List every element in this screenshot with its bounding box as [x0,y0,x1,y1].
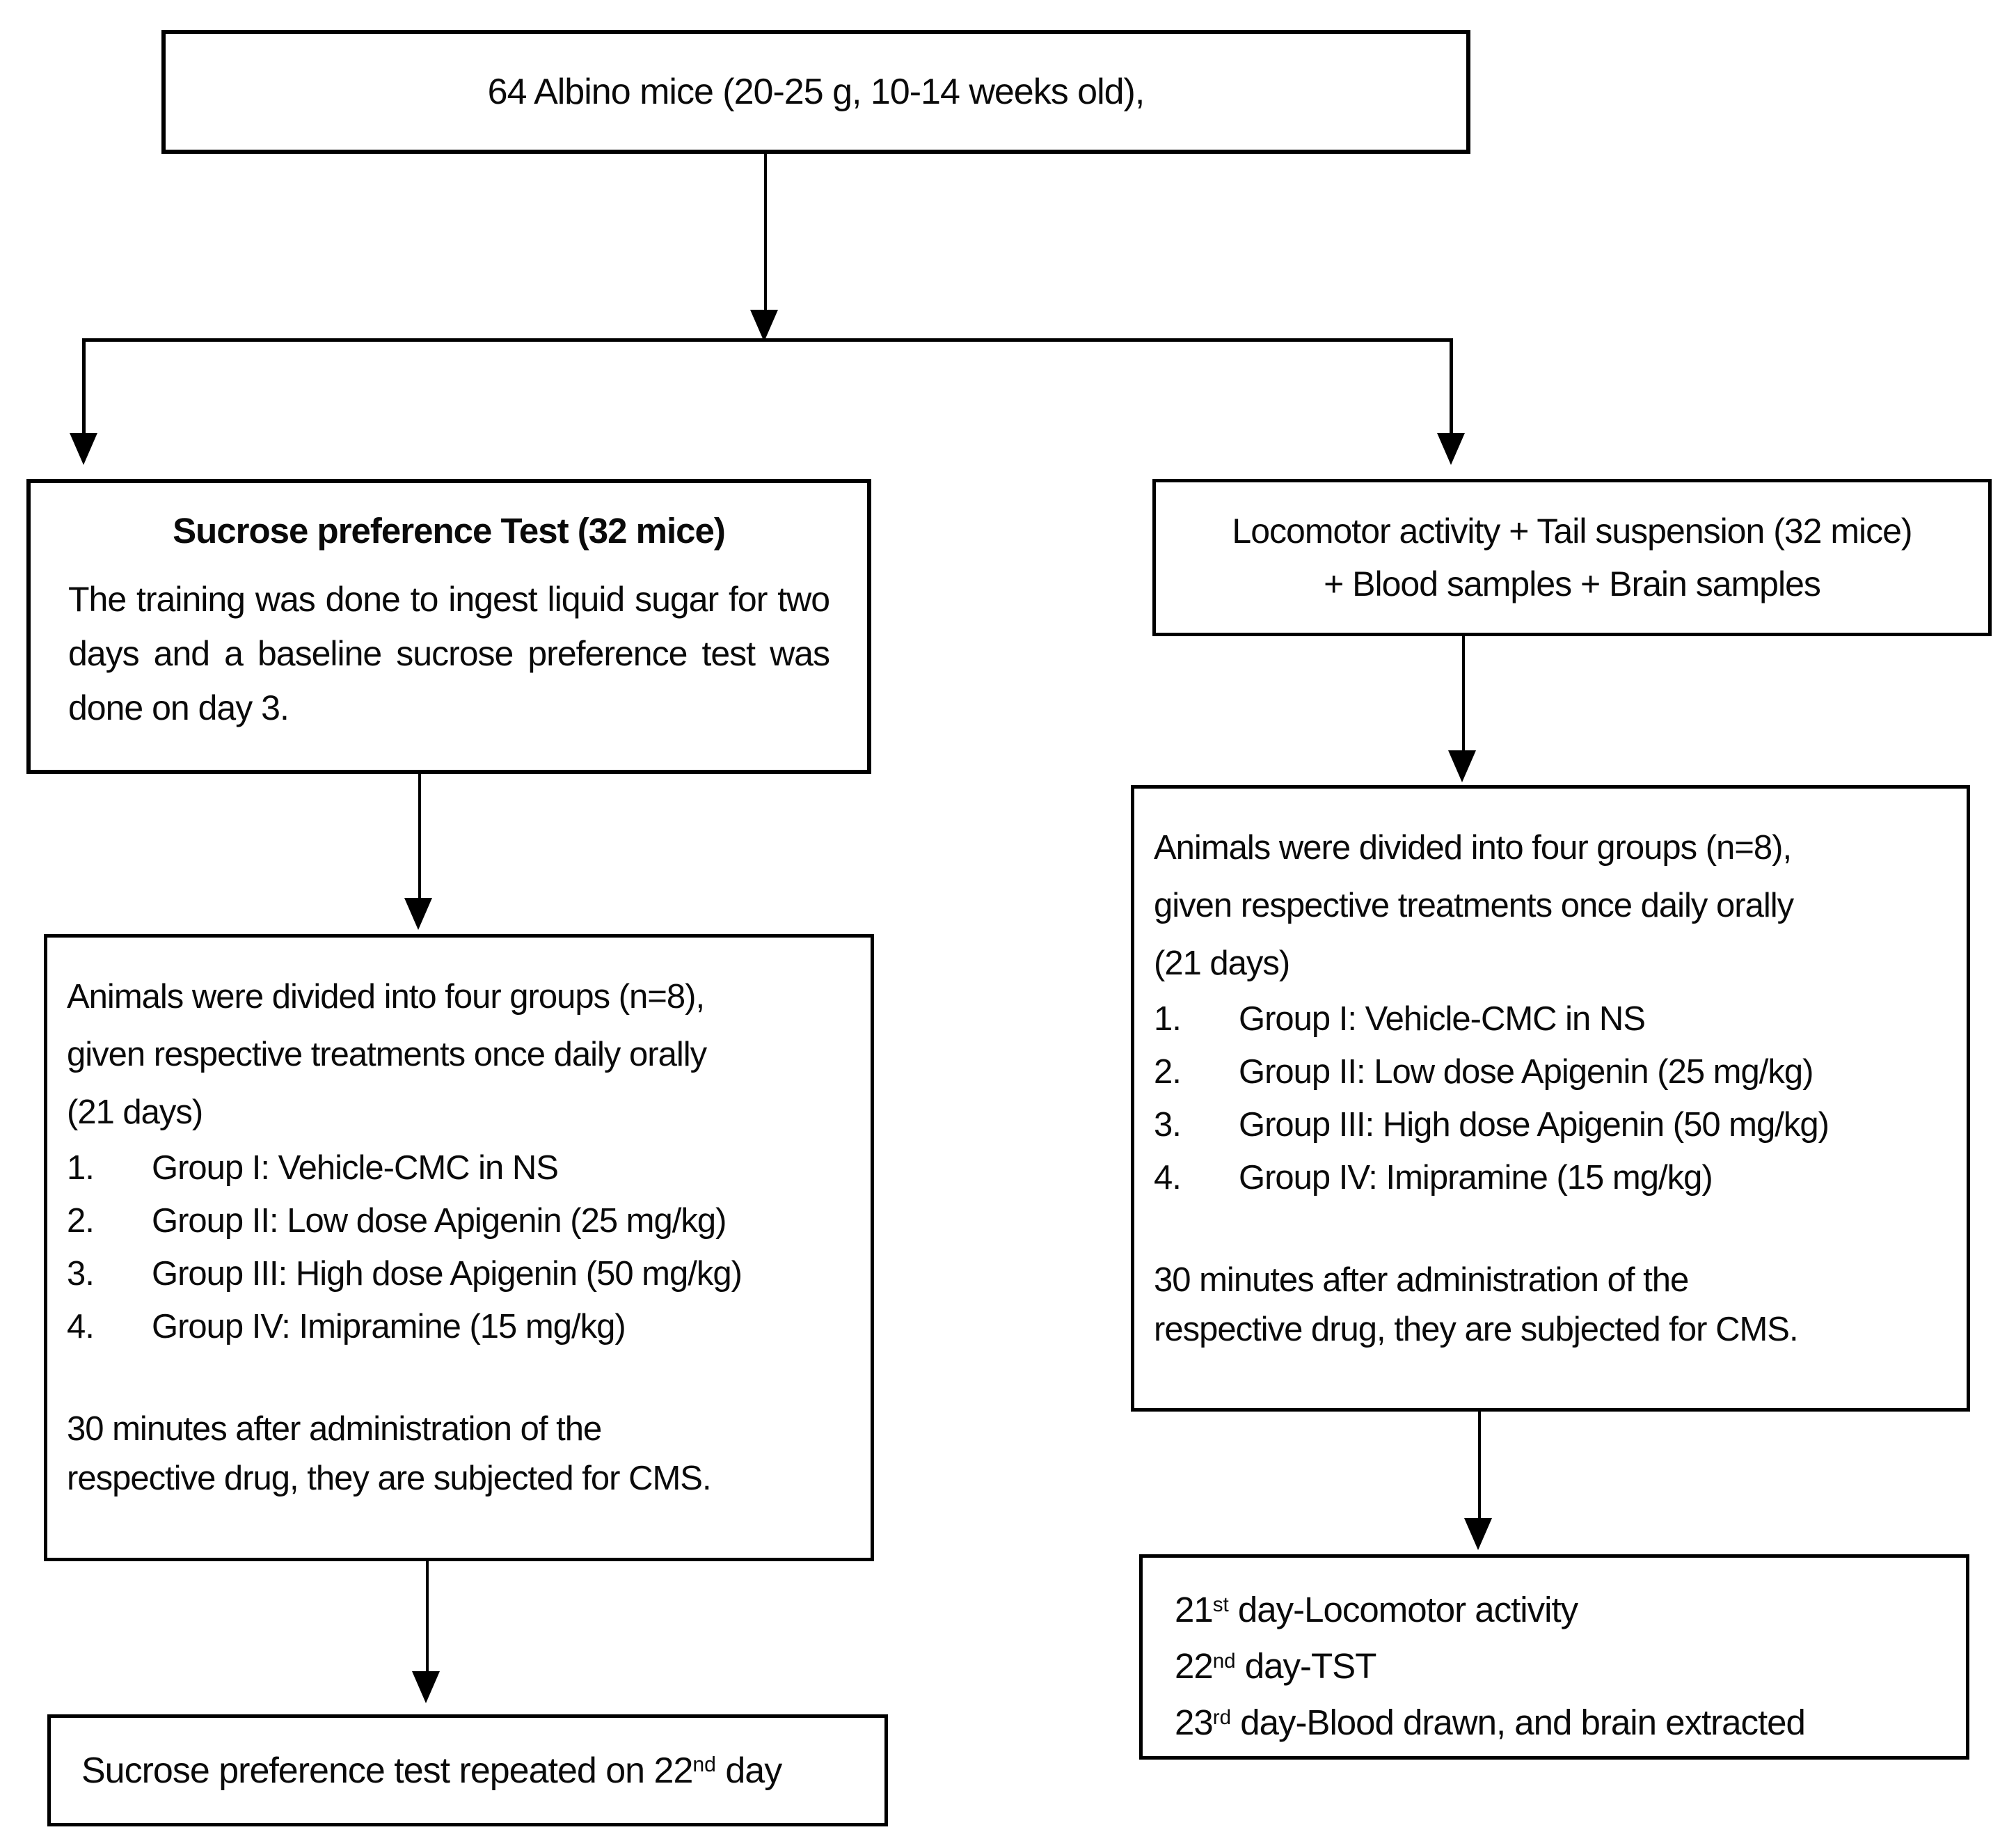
connector-right-drop [1450,338,1453,434]
spacer [67,1353,851,1405]
treatment-group-item: 3. Group III: High dose Apigenin (50 mg/… [67,1247,851,1300]
item-number: 3. [1154,1106,1182,1144]
day-number: 22 [1175,1646,1214,1686]
treatment-group-item: 1. Group I: Vehicle-CMC in NS [67,1142,851,1194]
connector-left-drop [82,338,86,434]
sucrose-test-title: Sucrose preference Test (32 mice) [173,511,726,551]
treatment-group-item: 4. Group IV: Imipramine (15 mg/kg) [1154,1151,1947,1204]
ordinal-superscript: nd [1212,1650,1236,1673]
treatment-intro-line: Animals were divided into four groups (n… [1154,829,1792,867]
item-text: Group I: Vehicle-CMC in NS [1239,1000,1646,1038]
connector-left-3 [426,1560,429,1673]
item-number: 1. [1154,1000,1182,1038]
item-text: Group IV: Imipramine (15 mg/kg) [1239,1159,1713,1197]
locomotor-line-2: + Blood samples + Brain samples [1324,564,1821,603]
arrow-down-icon [750,310,778,342]
sucrose-test-body: The training was done to ingest liquid s… [68,580,830,727]
box-total-mice: 64 Albino mice (20-25 g, 10-14 weeks old… [161,30,1470,154]
arrow-down-icon [1464,1518,1492,1550]
treatment-group-item: 2. Group II: Low dose Apigenin (25 mg/kg… [67,1194,851,1247]
treatment-group-item: 4. Group IV: Imipramine (15 mg/kg) [67,1300,851,1353]
connector-right-2 [1462,635,1465,752]
treatment-intro-line: given respective treatments once daily o… [1154,887,1794,924]
connector-left-2 [418,773,421,899]
item-text: Group III: High dose Apigenin (50 mg/kg) [152,1255,743,1293]
connector-split-line [82,338,1453,342]
item-number: 2. [1154,1053,1182,1091]
ordinal-superscript: st [1212,1593,1229,1617]
day-activity: day-TST [1235,1646,1377,1686]
arrow-down-icon [1448,750,1476,782]
item-text: Group I: Vehicle-CMC in NS [152,1149,559,1187]
day-number: 21 [1175,1590,1214,1629]
treatment-group-item: 3. Group III: High dose Apigenin (50 mg/… [1154,1098,1947,1151]
spacer [1154,1204,1947,1256]
treatment-footer-line: 30 minutes after administration of the [1154,1261,1689,1299]
box-final-timeline: 21st day-Locomotor activity 22nd day-TST… [1139,1554,1969,1760]
treatment-intro-line: (21 days) [67,1093,203,1131]
day-activity: day-Blood drawn, and brain extracted [1231,1703,1806,1742]
treatment-group-item: 1. Group I: Vehicle-CMC in NS [1154,993,1947,1045]
treatment-footer-line: 30 minutes after administration of the [67,1410,602,1448]
box-sucrose-preference-test: Sucrose preference Test (32 mice) The tr… [26,479,871,774]
treatment-intro-line: Animals were divided into four groups (n… [67,978,705,1016]
treatment-footer-line: respective drug, they are subjected for … [1154,1311,1799,1348]
sucrose-repeat-text: Sucrose preference test repeated on 22nd… [81,1750,782,1792]
arrow-down-icon [412,1671,440,1703]
item-text: Group IV: Imipramine (15 mg/kg) [152,1308,626,1345]
box-treatment-groups-right: Animals were divided into four groups (n… [1131,785,1970,1412]
total-mice-label: 64 Albino mice (20-25 g, 10-14 weeks old… [487,72,1145,112]
timeline-day-22: 22nd day-TST [1175,1641,1966,1697]
item-text: Group III: High dose Apigenin (50 mg/kg) [1239,1106,1830,1144]
treatment-intro-line: (21 days) [1154,945,1290,982]
box-locomotor-tail-suspension: Locomotor activity + Tail suspension (32… [1152,479,1992,636]
connector-top-line [764,154,767,313]
item-number: 4. [1154,1159,1182,1197]
connector-right-3 [1478,1410,1481,1519]
arrow-down-icon [404,898,432,930]
ordinal-superscript: rd [1212,1706,1232,1730]
sucrose-repeat-suffix: day [715,1750,782,1791]
item-number: 3. [67,1255,95,1293]
day-activity: day-Locomotor activity [1228,1590,1578,1629]
item-text: Group II: Low dose Apigenin (25 mg/kg) [1239,1053,1814,1091]
item-number: 2. [67,1202,95,1240]
box-treatment-groups-left: Animals were divided into four groups (n… [44,934,874,1561]
treatment-group-item: 2. Group II: Low dose Apigenin (25 mg/kg… [1154,1045,1947,1098]
box-sucrose-repeat: Sucrose preference test repeated on 22nd… [47,1714,888,1826]
treatment-intro-line: given respective treatments once daily o… [67,1036,707,1073]
timeline-day-21: 21st day-Locomotor activity [1175,1584,1966,1641]
item-text: Group II: Low dose Apigenin (25 mg/kg) [152,1202,727,1240]
arrow-down-icon [70,433,97,465]
arrow-down-icon [1437,433,1465,465]
treatment-footer-line: respective drug, they are subjected for … [67,1460,712,1497]
day-number: 23 [1175,1703,1214,1742]
item-number: 4. [67,1308,95,1345]
ordinal-superscript: nd [692,1753,716,1777]
sucrose-repeat-prefix: Sucrose preference test repeated on 22 [81,1750,693,1791]
timeline-day-23: 23rd day-Blood drawn, and brain extracte… [1175,1697,1966,1753]
item-number: 1. [67,1149,95,1187]
locomotor-line-1: Locomotor activity + Tail suspension (32… [1232,512,1912,551]
